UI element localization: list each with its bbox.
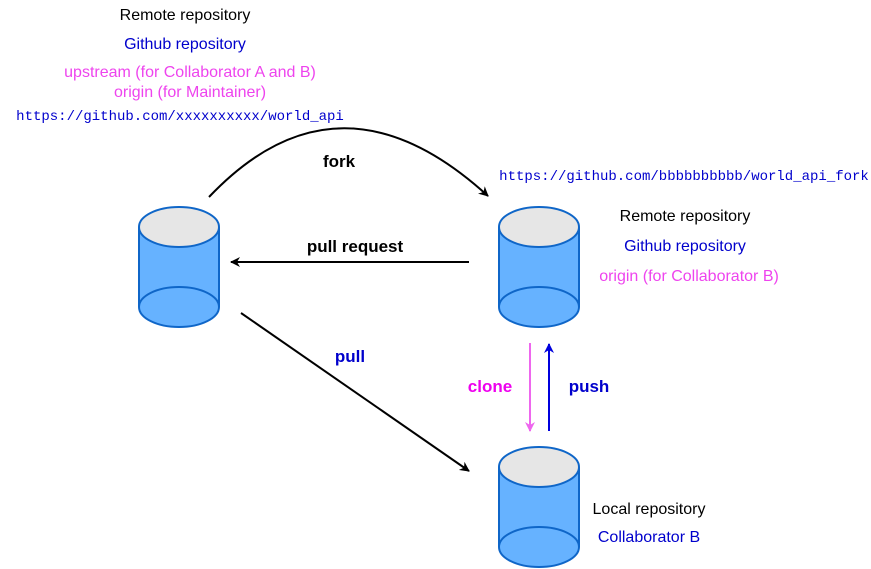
push-label: push <box>568 377 610 396</box>
fork-label: fork <box>322 152 356 171</box>
pull-label: pull <box>334 347 366 366</box>
upstream-repo-role-origin: origin (for Maintainer) <box>113 84 267 101</box>
fork-repo-role: origin (for Collaborator B) <box>599 268 779 285</box>
upstream-repo-url: https://github.com/xxxxxxxxxx/world_api <box>16 109 344 125</box>
fork-repo-title: Remote repository <box>619 208 751 225</box>
upstream-repo-role-upstream: upstream (for Collaborator A and B) <box>64 64 316 81</box>
fork-repo-cylinder-icon <box>498 206 580 328</box>
local-repo-owner: Collaborator B <box>597 529 701 546</box>
upstream-repo-kind: Github repository <box>124 36 246 53</box>
local-repo-cylinder-icon <box>498 446 580 568</box>
fork-repo-kind: Github repository <box>624 238 746 255</box>
clone-label: clone <box>467 377 513 396</box>
local-repo-title: Local repository <box>592 501 706 518</box>
upstream-repo-cylinder-icon <box>138 206 220 328</box>
upstream-repo-title: Remote repository <box>119 7 251 24</box>
pull-request-label: pull request <box>306 237 404 256</box>
fork-repo-url: https://github.com/bbbbbbbbbb/world_api_… <box>499 169 869 185</box>
pull-arrow <box>240 312 470 472</box>
fork-arrow <box>208 127 489 198</box>
